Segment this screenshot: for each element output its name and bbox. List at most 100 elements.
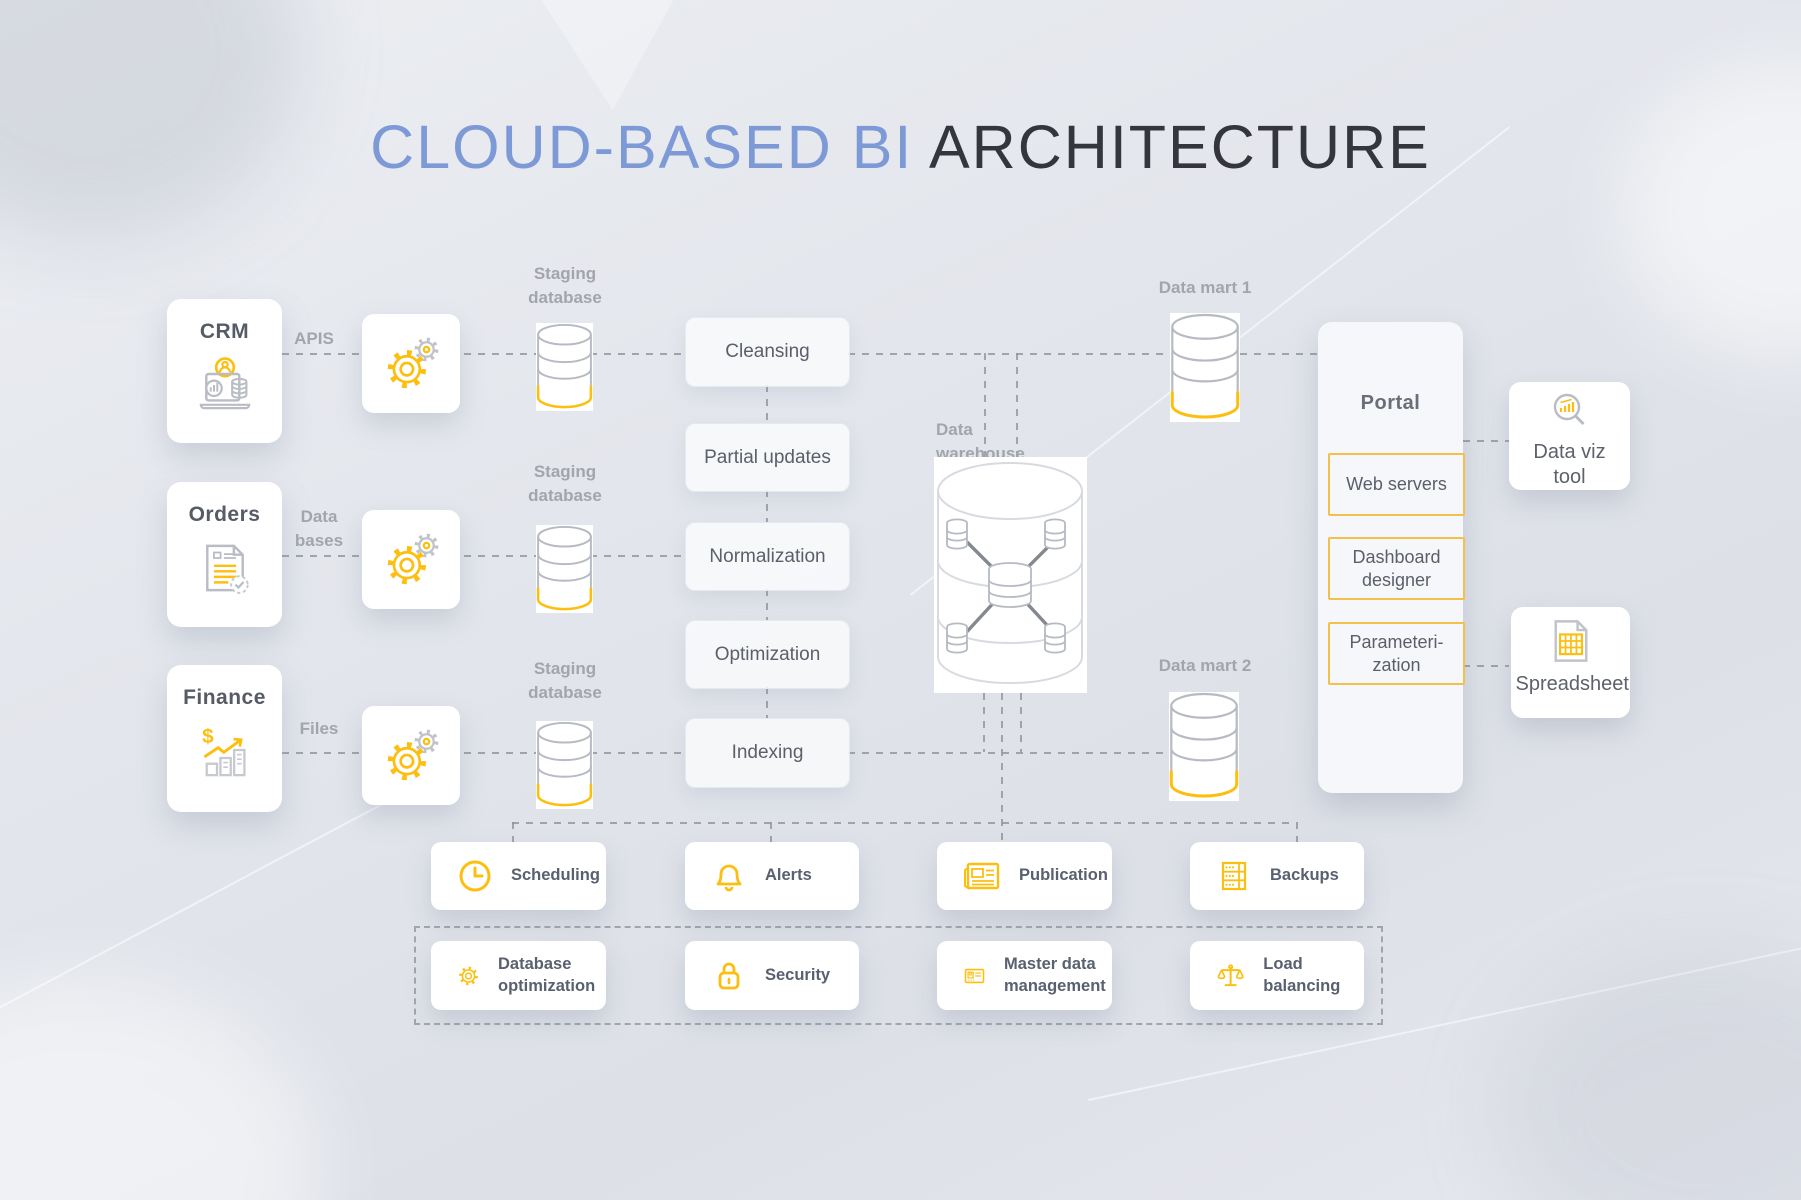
connector [1463, 440, 1509, 442]
service-card-backups: Backups [1190, 842, 1364, 910]
process-label: Partial updates [704, 446, 831, 468]
server-rack-icon [1221, 861, 1247, 891]
staging-database-cylinder [536, 721, 593, 809]
connector [282, 555, 685, 557]
staging-database-label: Staging database [528, 462, 602, 505]
gears-icon [387, 533, 439, 584]
service-card-security: Security [685, 941, 859, 1010]
connector-label-files: Files [299, 719, 339, 738]
service-label: Backups [1270, 866, 1339, 885]
connector [512, 822, 514, 842]
gears-icon [387, 337, 439, 388]
etl-gearbox [362, 510, 460, 609]
laptop-user-data-icon [199, 357, 250, 410]
etl-gearbox [362, 314, 460, 413]
process-box-normalization: Normalization [685, 522, 850, 591]
tool-card-label: Data viz tool [1533, 441, 1606, 488]
portal-panel: Portal Web servers Dashboard designer Pa… [1318, 322, 1465, 793]
connector [1296, 822, 1298, 842]
title-rest: ARCHITECTURE [913, 113, 1431, 181]
page-title: CLOUD-BASED BI ARCHITECTURE [0, 112, 1801, 182]
connector [766, 490, 768, 522]
padlock-icon [718, 962, 740, 989]
warehouse-star-schema-icon [937, 462, 1083, 684]
process-box-partial-updates: Partial updates [685, 423, 850, 492]
service-card-master-data-management: Master data management [937, 941, 1112, 1010]
data-mart-1-cylinder [1170, 313, 1240, 422]
portal-item-parameterization: Parameteri-zation [1328, 622, 1465, 685]
source-card-title: Finance [183, 686, 266, 709]
service-label: Load balancing [1263, 955, 1341, 995]
title-highlight: CLOUD-BASED BI [370, 113, 914, 181]
staging-database-cylinder [536, 525, 593, 613]
connector [282, 752, 685, 754]
portal-title: Portal [1360, 392, 1421, 414]
portal-item-dashboard-designer: Dashboard designer [1328, 537, 1465, 600]
service-label: Master data management [1004, 955, 1106, 995]
etl-gearbox [362, 706, 460, 805]
service-card-alerts: Alerts [685, 842, 859, 910]
source-card-crm: CRM [167, 299, 282, 443]
service-card-publication: Publication [937, 842, 1112, 910]
staging-database-label: Staging database [528, 659, 602, 702]
database-icon [1169, 692, 1239, 798]
service-label: Database optimization [498, 955, 596, 995]
process-label: Normalization [709, 545, 826, 567]
database-icon [1170, 313, 1240, 419]
connector [1463, 665, 1509, 667]
source-card-finance: Finance $ [167, 665, 282, 812]
tool-card-data-viz: Data viz tool [1509, 382, 1630, 490]
staging-database-cylinder [536, 323, 593, 411]
order-document-icon [205, 544, 249, 594]
process-label: Indexing [731, 742, 804, 763]
bell-icon [716, 864, 742, 892]
data-mart-2-label: Data mart 2 [1158, 656, 1252, 675]
portal-item-label: Dashboard designer [1352, 547, 1441, 590]
source-card-title: Orders [188, 503, 261, 526]
process-box-cleansing: Cleansing [685, 317, 850, 387]
connector [983, 693, 985, 752]
connector [770, 822, 772, 842]
gears-icon [387, 729, 439, 780]
id-card-icon [964, 968, 985, 983]
services-group-outline [414, 926, 1383, 1025]
background-decoration [0, 980, 320, 1200]
connector [282, 353, 685, 355]
data-mart-1-label: Data mart 1 [1158, 278, 1252, 297]
connector [766, 385, 768, 423]
connector [1016, 353, 1018, 457]
connector [1001, 693, 1003, 842]
source-card-title: CRM [199, 320, 250, 343]
service-label: Alerts [765, 866, 812, 885]
service-card-scheduling: Scheduling [431, 842, 606, 910]
spreadsheet-icon [1554, 620, 1587, 662]
service-label: Scheduling [511, 866, 600, 885]
data-mart-2-cylinder [1169, 692, 1239, 801]
database-icon [536, 721, 593, 807]
tool-card-label: Spreadsheet [1515, 673, 1629, 695]
service-label: Publication [1019, 866, 1108, 885]
connector [848, 752, 1240, 754]
svg-text:$: $ [202, 725, 214, 748]
data-warehouse [934, 457, 1087, 693]
connector [766, 687, 768, 718]
background-decoration [1620, 60, 1801, 360]
background-decoration [517, 0, 703, 114]
portal-item-web-servers: Web servers [1328, 453, 1465, 516]
connector [1020, 693, 1022, 752]
connector-label-apis: APIS [294, 329, 334, 348]
database-icon [536, 525, 593, 611]
database-icon [536, 323, 593, 409]
connector [984, 353, 986, 457]
connector [766, 589, 768, 620]
process-label: Optimization [714, 643, 821, 665]
process-label: Cleansing [725, 341, 810, 362]
connector [848, 353, 1318, 355]
portal-item-label: Web servers [1346, 474, 1447, 495]
tool-card-spreadsheet: Spreadsheet [1511, 607, 1630, 718]
portal-item-label: Parameteri-zation [1349, 632, 1444, 675]
background-decoration [1500, 950, 1801, 1200]
process-box-indexing: Indexing [685, 718, 850, 788]
cog-icon [459, 966, 478, 985]
